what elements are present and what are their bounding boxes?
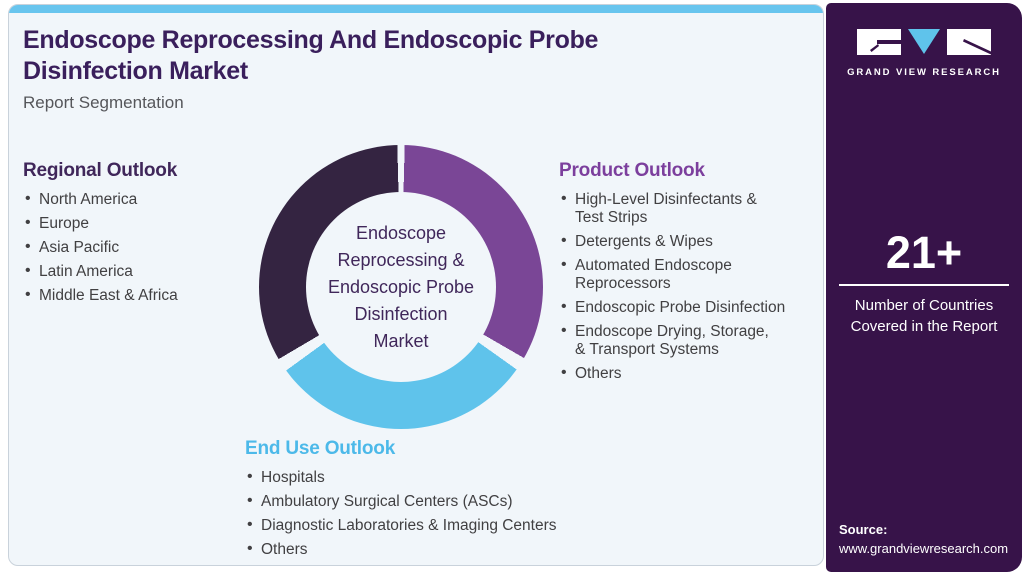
list-item: High-Level Disinfectants & Test Strips bbox=[559, 190, 823, 227]
list-item: Ambulatory Surgical Centers (ASCs) bbox=[245, 492, 665, 511]
regional-outlook-section: Regional Outlook North AmericaEuropeAsia… bbox=[23, 160, 253, 311]
end-use-outlook-list: HospitalsAmbulatory Surgical Centers (AS… bbox=[245, 468, 665, 559]
list-item: Hospitals bbox=[245, 468, 665, 487]
list-item: Asia Pacific bbox=[23, 238, 253, 257]
list-item: Others bbox=[559, 364, 823, 383]
product-outlook-list: High-Level Disinfectants & Test StripsDe… bbox=[559, 190, 823, 383]
list-item: North America bbox=[23, 190, 253, 209]
regional-outlook-heading: Regional Outlook bbox=[23, 160, 178, 181]
gvr-logo-icon bbox=[857, 29, 991, 55]
top-accent-bar bbox=[9, 5, 823, 13]
source-block: Source: www.grandviewresearch.com bbox=[839, 520, 1008, 558]
stat-caption: Number of Countries Covered in the Repor… bbox=[850, 297, 998, 335]
source-label: Source: bbox=[839, 522, 888, 537]
list-item: Others bbox=[245, 540, 665, 559]
list-item: Automated Endoscope Reprocessors bbox=[559, 256, 823, 293]
gvr-logo: GRAND VIEW RESEARCH bbox=[826, 27, 1022, 78]
stat-value: 21+ bbox=[885, 227, 963, 278]
donut-center-label: Endoscope Reprocessing & Endoscopic Prob… bbox=[327, 222, 475, 351]
end-use-outlook-heading: End Use Outlook bbox=[245, 438, 396, 459]
product-outlook-section: Product Outlook High-Level Disinfectants… bbox=[559, 160, 823, 389]
regional-outlook-list: North AmericaEuropeAsia PacificLatin Ame… bbox=[23, 190, 253, 305]
sidebar: GRAND VIEW RESEARCH 21+ Number of Countr… bbox=[826, 3, 1022, 572]
end-use-outlook-section: End Use Outlook HospitalsAmbulatory Surg… bbox=[245, 438, 665, 565]
list-item: Europe bbox=[23, 214, 253, 233]
stat-divider bbox=[839, 284, 1009, 286]
countries-stat: 21+ Number of Countries Covered in the R… bbox=[826, 229, 1022, 337]
donut-chart: Endoscope Reprocessing & Endoscopic Prob… bbox=[259, 145, 543, 429]
product-outlook-heading: Product Outlook bbox=[559, 160, 705, 181]
list-item: Detergents & Wipes bbox=[559, 232, 823, 251]
source-url: www.grandviewresearch.com bbox=[839, 541, 1009, 556]
brand-name: GRAND VIEW RESEARCH bbox=[847, 67, 1001, 78]
list-item: Endoscopic Probe Disinfection bbox=[559, 298, 823, 317]
page-title: Endoscope Reprocessing And Endoscopic Pr… bbox=[23, 26, 599, 85]
list-item: Endoscope Drying, Storage, & Transport S… bbox=[559, 322, 823, 359]
list-item: Latin America bbox=[23, 262, 253, 281]
list-item: Middle East & Africa bbox=[23, 286, 253, 305]
page-subtitle: Report Segmentation bbox=[23, 93, 184, 112]
main-card: Endoscope Reprocessing And Endoscopic Pr… bbox=[8, 4, 824, 566]
donut-center: Endoscope Reprocessing & Endoscopic Prob… bbox=[306, 192, 496, 382]
list-item: Diagnostic Laboratories & Imaging Center… bbox=[245, 516, 665, 535]
